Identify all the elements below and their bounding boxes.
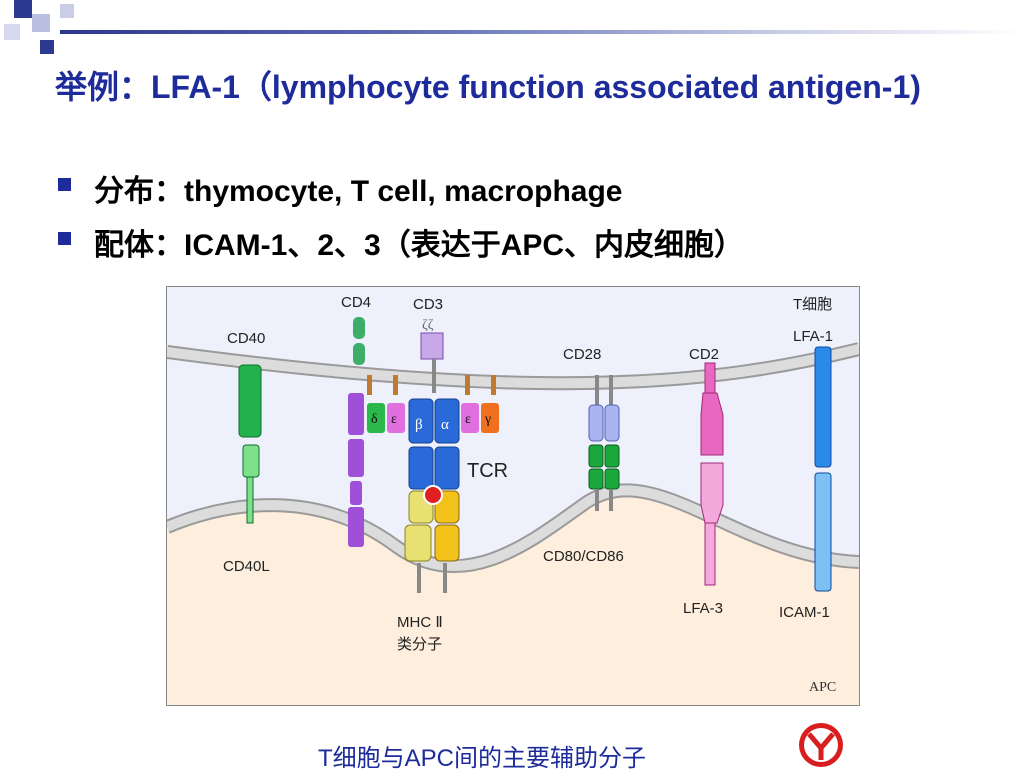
chain-gamma: γ: [484, 412, 491, 427]
corner-square-4: [40, 40, 54, 54]
bullet-marker: [58, 232, 71, 245]
cd40-molecule: [238, 364, 262, 524]
label-cd28: CD28: [563, 346, 601, 363]
chain-beta: β: [415, 417, 423, 433]
header-rule: [60, 30, 1024, 34]
label-tcr: TCR: [467, 460, 508, 482]
corner-square-1: [14, 0, 32, 18]
bullet-marker: [58, 178, 71, 191]
label-lfa1: LFA-1: [793, 328, 833, 345]
tcr-molecule: [408, 398, 460, 490]
label-mhc-class: 类分子: [397, 636, 442, 653]
label-cd2: CD2: [689, 346, 719, 363]
chain-epsilon: ε: [391, 412, 397, 427]
label-cd4: CD4: [341, 294, 371, 311]
label-mhc: MHC Ⅱ: [397, 614, 443, 631]
label-cd40: CD40: [227, 330, 265, 347]
chain-delta: δ: [371, 412, 378, 427]
apc-region: [167, 490, 859, 705]
label-cd3: CD3: [413, 296, 443, 313]
icam1-molecule: [814, 472, 832, 592]
lfa1-molecule: [814, 346, 832, 468]
molecule-interaction-diagram: CD40 CD4 CD3 ζζ CD28 CD2 T细胞 LFA-1 TCR δ…: [166, 286, 860, 706]
peptide-circle: [423, 485, 443, 505]
slide-title: 举例：LFA-1（lymphocyte function associated …: [55, 69, 921, 105]
label-t-cell: T细胞: [793, 296, 832, 313]
label-cd80-cd86: CD80/CD86: [543, 548, 624, 565]
label-lfa3: LFA-3: [683, 600, 723, 617]
mhc-molecule: [404, 485, 460, 593]
corner-square-3: [4, 24, 20, 40]
cd4-molecule: [348, 317, 365, 547]
cd80-cd86-molecule: [588, 444, 620, 511]
corner-square-2: [32, 14, 50, 32]
lfa3-molecule: [700, 462, 724, 586]
bullet-text: 配体：ICAM-1、2、3（表达于APC、内皮细胞）: [94, 229, 745, 262]
cd2-molecule: [700, 362, 724, 456]
label-cd40l: CD40L: [223, 558, 270, 575]
label-apc: APC: [809, 680, 836, 695]
label-zeta: ζζ: [422, 318, 434, 333]
label-icam1: ICAM-1: [779, 604, 830, 621]
chain-alpha: α: [441, 417, 449, 433]
cd28-molecule: [588, 375, 620, 442]
publisher-logo-icon: [799, 723, 843, 767]
corner-square-5: [60, 4, 74, 18]
bullet-text: 分布：thymocyte, T cell, macrophage: [94, 175, 623, 208]
chain-epsilon-2: ε: [465, 412, 471, 427]
cd3-complex: [367, 332, 499, 433]
